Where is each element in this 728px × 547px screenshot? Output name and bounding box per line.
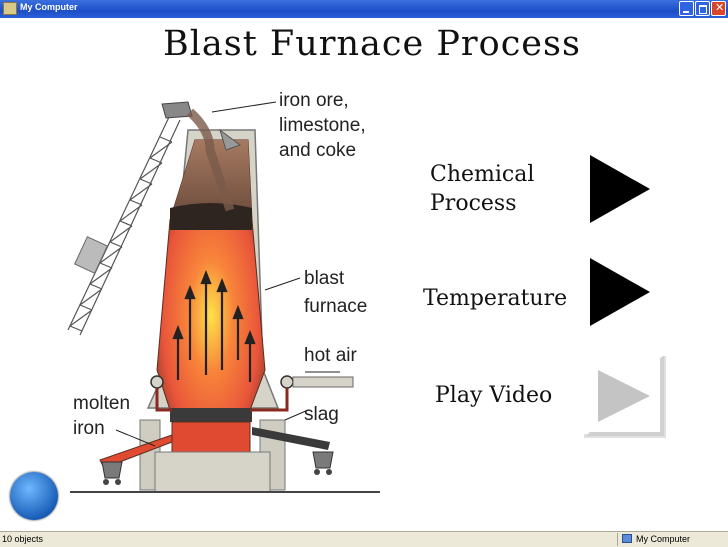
label-iron-ore: iron ore,: [279, 90, 349, 111]
window-title: My Computer: [20, 2, 78, 12]
status-location: My Computer: [636, 534, 691, 544]
my-computer-icon: [3, 2, 17, 15]
play-icon: [590, 258, 650, 326]
temperature-label: Temperature: [423, 286, 568, 311]
play-icon: [598, 370, 650, 422]
slide-title: Blast Furnace Process: [163, 24, 581, 64]
play-icon: [590, 155, 650, 223]
status-divider: [617, 533, 618, 546]
label-coke: and coke: [279, 140, 356, 161]
chemical-process-play-button[interactable]: [590, 155, 652, 223]
label-slag: slag: [304, 404, 339, 425]
close-button[interactable]: ✕: [711, 1, 726, 16]
minimize-button[interactable]: [679, 1, 694, 16]
label-hot-air: hot air: [304, 345, 357, 366]
status-bar: 10 objects My Computer: [0, 531, 728, 547]
my-computer-icon: [622, 534, 632, 543]
window-titlebar[interactable]: My Computer ✕: [0, 0, 728, 18]
label-limestone: limestone,: [279, 115, 366, 136]
label-molten: molten: [73, 393, 130, 414]
skip-car: [74, 236, 108, 274]
chemical-process-label: Chemical Process: [430, 160, 534, 218]
windows-start-orb-icon[interactable]: [10, 472, 58, 520]
play-video-label: Play Video: [435, 383, 553, 408]
status-object-count: 10 objects: [2, 534, 44, 544]
temperature-play-button[interactable]: [590, 258, 652, 326]
label-blast: blast: [304, 268, 345, 289]
skip-hoist-incline: [67, 114, 181, 336]
chemical-label-line1: Chemical: [430, 162, 535, 187]
close-icon: ✕: [715, 1, 725, 14]
chemical-label-line2: Process: [430, 191, 517, 216]
label-iron: iron: [73, 418, 105, 439]
maximize-button[interactable]: [695, 1, 710, 16]
play-video-button[interactable]: [584, 356, 666, 438]
blast-furnace-diagram: iron ore, limestone, and coke blast furn…: [67, 90, 380, 493]
label-furnace: furnace: [304, 296, 367, 317]
